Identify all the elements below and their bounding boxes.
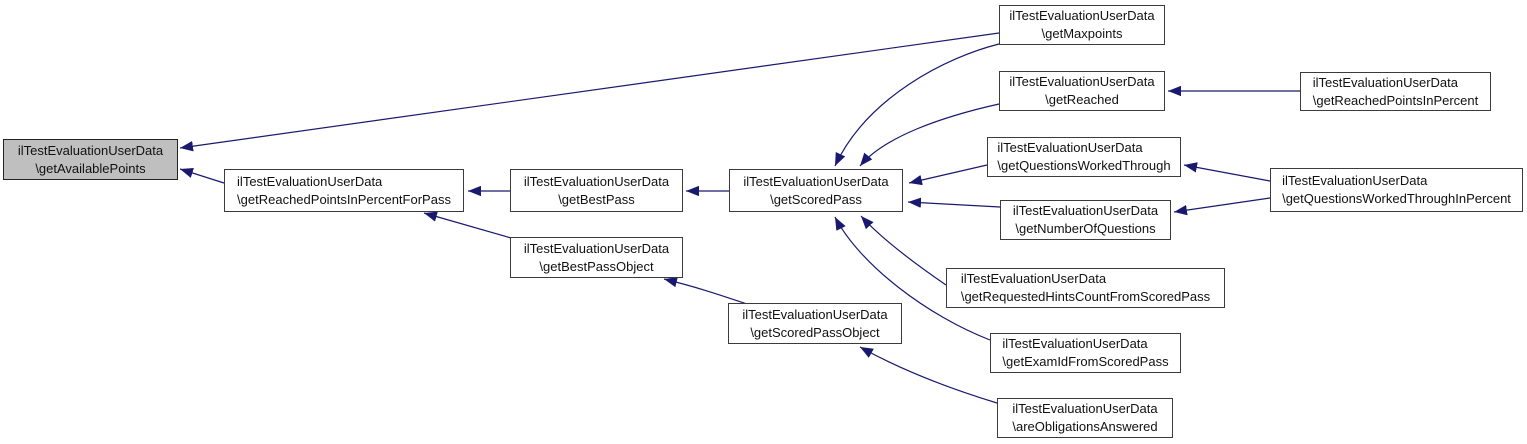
edge-areObligationsAnswered-to-getScoredPassObject: [859, 346, 998, 404]
node-method-label: \areObligationsAnswered: [1012, 419, 1158, 434]
edge-getQuestionsWorkedThroughInPercent-to-getNumberOfQuestions: [1173, 197, 1271, 216]
node-getRequestedHintsCountFromScoredPass[interactable]: ilTestEvaluationUserData \getRequestedHin…: [946, 268, 1225, 308]
node-class-label: ilTestEvaluationUserData: [237, 173, 383, 189]
node-getReached[interactable]: ilTestEvaluationUserData \getReached: [999, 71, 1165, 111]
edge-getBestPassObject-to-getReachedPointsInPercentForPass: [423, 211, 512, 239]
node-class-label: ilTestEvaluationUserData: [1312, 74, 1458, 90]
node-method-label: \getQuestionsWorkedThroughInPercent: [1282, 191, 1511, 206]
edge-getScoredPassObject-to-getBestPassObject: [663, 277, 748, 305]
edge-getRequestedHintsCountFromScoredPass-to-getScoredPass: [860, 215, 947, 286]
node-class-label: ilTestEvaluationUserData: [960, 271, 1107, 286]
node-method-label: \getRequestedHintsCountFromScoredPass: [960, 289, 1211, 304]
edge-getExamIdFromScoredPass-to-getScoredPass: [834, 216, 991, 341]
node-class-label: ilTestEvaluationUserData: [1282, 173, 1428, 188]
node-method-label: \getAvailablePoints: [35, 160, 146, 176]
edge-getReached-to-getScoredPass: [859, 103, 1000, 167]
node-method-label: \getBestPassObject: [539, 258, 654, 274]
node-class-label: ilTestEvaluationUserData: [523, 173, 670, 189]
node-class-label: ilTestEvaluationUserData: [1012, 401, 1158, 416]
node-method-label: \getExamIdFromScoredPass: [1002, 354, 1169, 369]
node-class-label: ilTestEvaluationUserData: [17, 142, 164, 158]
node-method-label: \getBestPass: [558, 191, 635, 207]
node-getReachedPointsInPercent[interactable]: ilTestEvaluationUserData \getReachedPoint…: [1300, 72, 1491, 111]
edge-getMaxpoints-to-getAvailablePoints: [179, 32, 1000, 152]
node-class-label: ilTestEvaluationUserData: [742, 306, 888, 322]
node-class-label: ilTestEvaluationUserData: [1009, 8, 1155, 23]
edge-getReachedPointsInPercentForPass-to-getAvailablePoints: [179, 167, 225, 184]
node-getScoredPass[interactable]: ilTestEvaluationUserData \getScoredPass: [729, 169, 903, 212]
node-class-label: ilTestEvaluationUserData: [743, 173, 889, 189]
node-method-label: \getScoredPassObject: [750, 324, 880, 340]
edge-getNumberOfQuestions-to-getScoredPass: [907, 197, 1001, 208]
edge-getMaxpoints-to-getScoredPass: [834, 43, 1000, 167]
node-getMaxpoints[interactable]: ilTestEvaluationUserData \getMaxpoints: [999, 5, 1165, 45]
node-method-label: \getQuestionsWorkedThrough: [997, 158, 1171, 173]
node-class-label: ilTestEvaluationUserData: [523, 240, 670, 256]
node-class-label: ilTestEvaluationUserData: [1009, 74, 1155, 89]
node-getNumberOfQuestions[interactable]: ilTestEvaluationUserData \getNumberOfQues…: [1000, 200, 1171, 240]
node-method-label: \getNumberOfQuestions: [1015, 221, 1156, 236]
node-method-label: \getReached: [1045, 92, 1119, 107]
node-getBestPassObject[interactable]: ilTestEvaluationUserData \getBestPassObje…: [510, 237, 683, 278]
node-getScoredPassObject[interactable]: ilTestEvaluationUserData \getScoredPassOb…: [728, 303, 902, 344]
node-getAvailablePoints: ilTestEvaluationUserData \getAvailablePoi…: [3, 139, 178, 180]
node-getQuestionsWorkedThrough[interactable]: ilTestEvaluationUserData \getQuestionsWor…: [987, 137, 1181, 177]
node-areObligationsAnswered[interactable]: ilTestEvaluationUserData \areObligationsA…: [997, 398, 1173, 438]
node-method-label: \getReachedPointsInPercent: [1312, 92, 1479, 108]
node-getQuestionsWorkedThroughInPercent[interactable]: ilTestEvaluationUserData \getQuestionsWor…: [1270, 168, 1523, 212]
node-getBestPass[interactable]: ilTestEvaluationUserData \getBestPass: [510, 169, 683, 212]
node-getExamIdFromScoredPass[interactable]: ilTestEvaluationUserData \getExamIdFromSc…: [990, 333, 1181, 373]
node-method-label: \getScoredPass: [770, 191, 862, 207]
node-method-label: \getReachedPointsInPercentForPass: [237, 191, 451, 207]
node-method-label: \getMaxpoints: [1041, 26, 1123, 41]
node-class-label: ilTestEvaluationUserData: [1002, 336, 1148, 351]
node-class-label: ilTestEvaluationUserData: [997, 140, 1143, 155]
edge-getQuestionsWorkedThrough-to-getScoredPass: [908, 164, 988, 186]
node-class-label: ilTestEvaluationUserData: [1012, 203, 1159, 218]
edge-getQuestionsWorkedThroughInPercent-to-getQuestionsWorkedThrough: [1183, 162, 1271, 182]
node-getReachedPointsInPercentForPass[interactable]: ilTestEvaluationUserData \getReachedPoint…: [224, 169, 464, 212]
